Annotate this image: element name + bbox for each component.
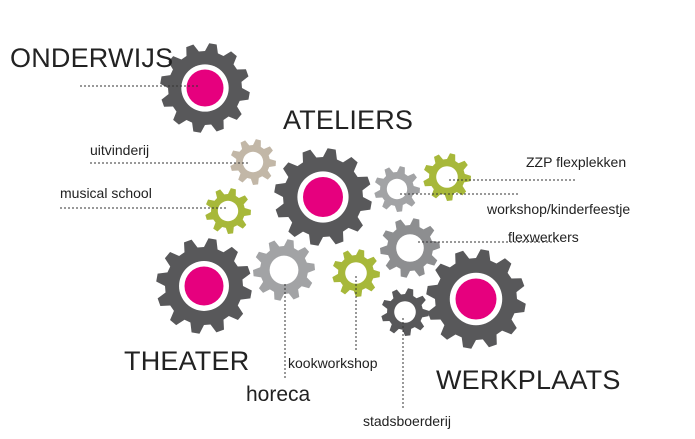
label-flexwerkers: flexwerkers — [508, 229, 579, 245]
gear-zzp-flexplekken — [423, 153, 471, 201]
label-zzp-flexplekken: ZZP flexplekken — [526, 154, 627, 170]
gear-uitvinderij — [230, 139, 276, 185]
gear-stadsboerderij — [381, 288, 429, 336]
label-uitvinderij: uitvinderij — [90, 142, 150, 158]
label-horeca: horeca — [246, 383, 311, 406]
gear-theater — [156, 238, 252, 334]
label-musical-school: musical school — [60, 185, 152, 201]
label-theater: THEATER — [124, 346, 250, 376]
label-stadsboerderij: stadsboerderij — [363, 413, 451, 429]
gear-workshop-kinderfeestje — [374, 166, 420, 212]
label-werkplaats: WERKPLAATS — [436, 365, 621, 395]
gear-ateliers — [274, 148, 372, 246]
gear-onderwijs — [160, 43, 250, 133]
label-ateliers: ATELIERS — [283, 105, 414, 135]
gear-musical-school — [205, 188, 251, 234]
gear-werkplaats — [426, 249, 526, 349]
gear-kookworkshop — [332, 249, 380, 297]
label-workshop-kinderfeestje: workshop/kinderfeestje — [487, 201, 631, 217]
gear-flexwerkers — [380, 218, 440, 278]
label-onderwijs: ONDERWIJS — [10, 43, 174, 73]
gear-horeca — [253, 239, 315, 301]
label-kookworkshop: kookworkshop — [288, 355, 378, 371]
